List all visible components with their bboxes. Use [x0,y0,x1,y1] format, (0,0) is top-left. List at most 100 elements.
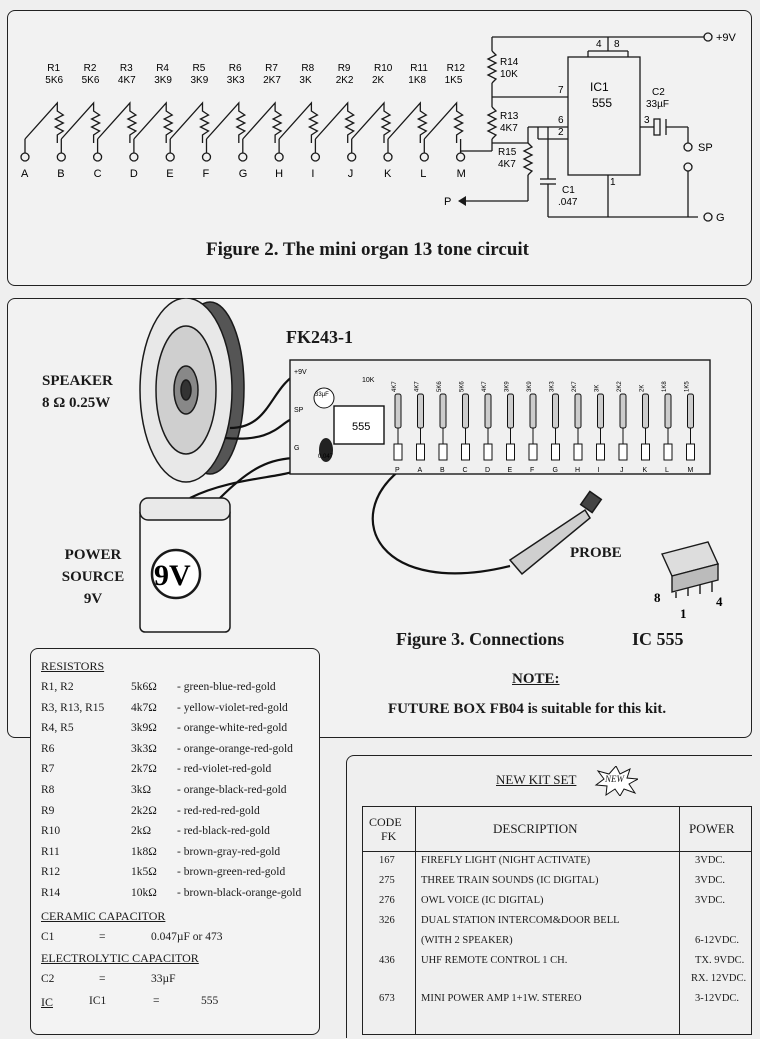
electrolytic-title: ELECTROLYTIC CAPACITOR [41,951,199,965]
pcb-pad [663,443,673,461]
part-value: 0.047µF or 473 [151,931,223,943]
pcb-resistor-value: 3K9 [527,381,533,392]
ic-pin-7: 7 [558,85,564,96]
pcb-resistor [507,393,514,429]
pcb-pad-label: F [530,467,534,474]
ic-part-label: 555 [592,96,612,110]
pcb-resistor-value: 3K9 [505,381,511,392]
resistor-value: 1K5 [445,75,463,86]
kit-code: 673 [379,993,395,1004]
pcb-pad-label: A [418,467,423,474]
kit-description-2: (WITH 2 SPEAKER) [421,935,513,946]
r14-ref: R14 [500,57,519,68]
ic-pin-4: 4 [596,39,602,50]
battery-illustration [139,497,231,633]
ic-pin-label-8: 8 [654,590,661,605]
part-color-code: - yellow-violet-red-gold [177,701,288,714]
resistor-ref: R12 [447,63,466,74]
resistor-value: 5K6 [82,75,100,86]
part-ref: R9 [41,804,55,817]
resistor-value: 3K9 [191,75,209,86]
node-E: E [166,168,173,180]
header-code-2: FK [381,829,397,843]
part-value: 3k3Ω [131,742,157,755]
pcb-pad-label: P [395,467,400,474]
part-value: 3kΩ [131,784,152,796]
pcb-pad-label: G [553,467,558,474]
part-value: 3k9Ω [131,722,157,735]
pcb-pad [506,443,515,461]
resistor-ref: R11 [410,63,428,74]
part-color-code: - brown-gray-red-gold [177,845,281,858]
kit-power: TX. 9VDC. [695,955,745,966]
pcb-resistor-value: 4K7 [392,381,398,392]
resistor-ref: R10 [374,63,393,74]
kit-power: 3VDC. [695,895,726,906]
pcb-resistor-value: 2K2 [617,381,623,392]
board-label: FK243-1 [286,327,353,347]
pcb-resistor [529,393,537,429]
resistor-ref: R9 [338,63,351,74]
part-ref: R1, R2 [41,681,74,693]
supply-label: +9V [716,32,737,44]
probe-illustration [508,490,603,576]
speaker-spec: 8 Ω 0.25W [42,395,111,411]
pcb-resistor-value: 4K7 [482,381,488,392]
pcb-pad [641,443,650,461]
pcb-resistor [619,393,627,429]
pcb-resistor [642,393,649,429]
resistor-ref: R2 [84,63,97,74]
pcb-side-label: SP [294,407,304,414]
figure2-caption: Figure 2. The mini organ 13 tone circuit [206,239,529,260]
pcb-pad [528,443,538,461]
part-value: 2kΩ [131,825,152,838]
pcb-pad-label: D [485,467,490,474]
pcb-pad-label: C [463,467,468,474]
part-color-code: - red-red-red-gold [177,804,260,817]
resistor-ref: R6 [229,63,242,74]
node-J: J [348,168,354,180]
power-title-2: SOURCE [61,569,125,585]
part-value: 2k7Ω [131,763,157,776]
kit-power-2: RX. 12VDC. [691,973,747,984]
part-ref: R14 [41,887,61,899]
pcb-resistor [597,393,604,429]
ic-pin-label-4: 4 [716,594,723,609]
kit-description: OWL VOICE (IC DIGITAL) [421,895,544,906]
part-ref: R10 [41,825,61,838]
pcb-resistor [462,393,469,429]
resistor-value: 2K [372,75,385,86]
part-color-code: - orange-black-red-gold [177,784,287,796]
pcb-chip-label: 555 [352,421,370,433]
node-C: C [94,168,102,180]
part-eq: = [99,931,106,943]
kit-code: 167 [379,855,395,866]
pcb-resistor-value: 5K6 [460,381,466,392]
kit-power: 3VDC. [695,855,726,866]
kit-description: DUAL STATION INTERCOM&DOOR BELL [421,915,620,926]
pcb-pad [596,443,605,461]
kit-code: 275 [379,875,395,886]
part-color-code: - orange-white-red-gold [177,722,288,735]
node-I: I [311,168,314,180]
figure3-caption: Figure 3. Connections [396,629,565,649]
part-eq: = [99,973,106,985]
kit-power: 6-12VDC. [695,935,740,946]
pcb-pad-label: L [665,467,669,474]
r15-ref: R15 [498,147,517,158]
resistor-ref: R3 [120,63,133,74]
pcb-resistor [439,393,447,429]
kit-code: 276 [379,895,395,906]
node-K: K [384,168,392,180]
ic-row: IC1=555 [41,995,313,1011]
pcb-resistor [664,393,672,429]
part-ref: R8 [41,784,55,796]
